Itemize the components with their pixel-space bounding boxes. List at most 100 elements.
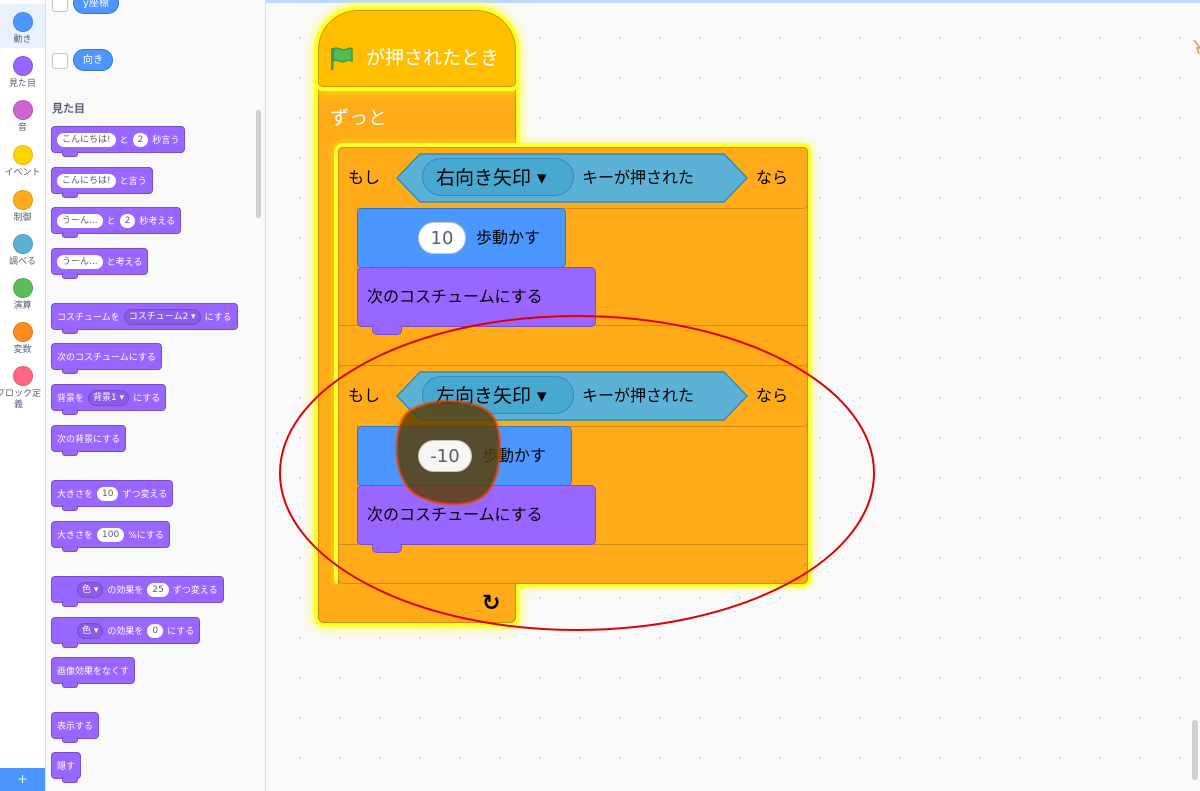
next-costume-block[interactable]: 次のコスチュームにする [51,343,162,374]
block-label: 表示する [57,722,94,732]
block-label: 次のコスチュームにする [57,353,156,363]
category-label: 制御 [13,213,32,223]
steps-input[interactable]: 10 [418,222,466,254]
block-label: 秒言う [152,136,180,146]
block-label: にする [133,394,161,404]
category-motion[interactable]: 動き [0,4,45,48]
effect-value-input[interactable]: 0 [147,623,164,638]
message-input[interactable]: こんにちは! [57,173,116,188]
block-label: の効果を [107,586,144,596]
key-dropdown-label: 左向き矢印 ▾ [436,385,547,407]
category-my-blocks[interactable]: ブロック定義 [0,358,45,414]
category-operators[interactable]: 演算 [0,270,45,314]
direction-reporter[interactable]: 向き [73,49,113,71]
block-label: 背景を [57,394,85,404]
category-label: 音 [17,123,27,133]
block-label: %にする [128,531,164,541]
block-label: 画像効果をなくす [57,667,130,677]
category-control[interactable]: 制御 [0,182,45,226]
set-size-block[interactable]: 大きさを 100 %にする [51,521,170,552]
category-sensing[interactable]: 調べる [0,226,45,270]
change-size-block[interactable]: 大きさを 10 ずつ変える [51,480,174,511]
costume-dropdown[interactable]: コスチューム2 ▾ [123,308,201,325]
secs-input[interactable]: 2 [132,132,149,147]
block-label: にする [204,313,232,323]
loop-arrow-icon: ↻ [482,591,501,616]
set-effect-block[interactable]: 色 ▾ の効果を 0 にする [51,617,201,648]
effect-dropdown[interactable]: 色 ▾ [77,581,104,598]
category-control-icon [12,190,33,210]
category-label: 調べる [8,257,36,267]
move-label: 歩動かす [476,228,541,247]
category-looks[interactable]: 見た目 [0,48,45,92]
category-my-blocks-icon [12,366,33,386]
think-block[interactable]: うーん... と考える [51,248,149,279]
block-label: コスチュームを [57,313,120,323]
message-input[interactable]: こんにちは! [57,132,116,147]
category-events[interactable]: イベント [0,137,45,181]
workspace-scrollbar[interactable] [1192,720,1198,780]
category-motion-icon [12,12,33,32]
key-pressed-label: キーが押された [582,168,695,187]
category-looks-icon [12,56,33,76]
y-position-checkbox[interactable] [52,0,68,12]
green-flag-icon [331,47,353,70]
steps-input-overlay: -10 [418,440,472,472]
if-block-left-bottom [338,544,808,584]
next-backdrop-block[interactable]: 次の背景にする [51,425,127,456]
if-label: もし [348,386,381,405]
hat-label: が押されたとき [366,47,500,69]
category-label: 見た目 [8,79,36,89]
message-input[interactable]: うーん... [57,254,103,269]
mouse-cursor [1192,38,1200,58]
block-label: 次の背景にする [57,435,121,445]
show-block[interactable]: 表示する [51,712,100,743]
block-label: ずつ変える [122,490,168,500]
category-label: ブロック定義 [0,389,41,410]
looks-section-title: 見た目 [52,102,85,115]
block-label: 隠す [57,762,76,772]
category-sound[interactable]: 音 [0,92,45,136]
category-sensing-icon [12,234,33,254]
think-for-secs-block[interactable]: うーん... と 2 秒考える [51,207,182,238]
block-label: と考える [106,258,143,268]
say-block[interactable]: こんにちは! と言う [51,167,153,198]
backdrop-dropdown[interactable]: 背景1 ▾ [88,389,130,406]
secs-input[interactable]: 2 [119,213,136,228]
block-notch [372,325,402,335]
block-label: 大きさを [57,531,94,541]
category-label: 動き [13,35,32,45]
switch-backdrop-block[interactable]: 背景を 背景1 ▾ にする [51,384,167,415]
category-variables-icon [12,322,33,342]
block-label: と [106,217,116,227]
then-label: なら [756,168,789,187]
category-variables[interactable]: 変数 [0,314,45,358]
palette-scrollbar[interactable] [256,110,261,218]
next-costume-label: 次のコスチュームにする [367,287,543,306]
change-effect-block[interactable]: 色 ▾ の効果を 25 ずつ変える [51,576,224,607]
add-extension-button[interactable]: + [0,768,45,791]
block-label: と [119,136,129,146]
category-label: イベント [4,168,41,178]
clear-effects-block[interactable]: 画像効果をなくす [51,657,136,688]
size-input[interactable]: 100 [97,527,125,542]
category-menu: 動き 見た目 音 イベント 制御 調べる 演算 変数 ブロック定義 + [0,0,46,791]
effect-change-input[interactable]: 25 [147,582,169,597]
effect-dropdown[interactable]: 色 ▾ [77,622,104,639]
when-flag-clicked-hat[interactable] [318,10,516,87]
key-dropdown-label: 右向き矢印 ▾ [436,167,547,189]
category-label: 変数 [13,345,32,355]
forever-label: ずっと [330,107,388,129]
say-for-secs-block[interactable]: こんにちは! と 2 秒言う [51,126,186,157]
switch-costume-block[interactable]: コスチュームを コスチューム2 ▾ にする [51,303,238,334]
category-label: 演算 [13,301,32,311]
y-position-reporter[interactable]: y座標 [73,0,119,14]
size-change-input[interactable]: 10 [97,486,119,501]
key-dropdown[interactable] [422,158,574,196]
block-label: と言う [119,177,147,187]
move-label: 歩動かす [482,446,547,465]
direction-checkbox[interactable] [52,53,68,69]
category-sound-icon [12,100,33,120]
hide-block[interactable]: 隠す [51,752,82,783]
message-input[interactable]: うーん... [57,213,103,228]
